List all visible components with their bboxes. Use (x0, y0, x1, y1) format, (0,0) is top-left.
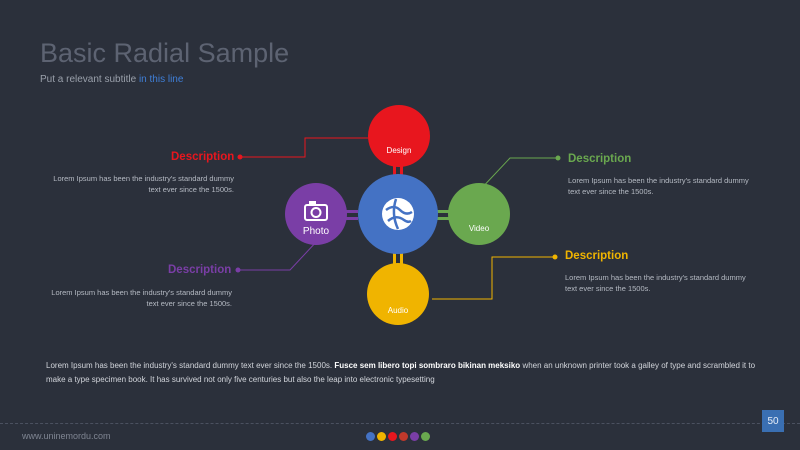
connector-photo (344, 210, 358, 213)
footer-url[interactable]: www.uninemordu.com (22, 431, 111, 441)
connector-design (393, 158, 396, 182)
description-body-audio: Lorem Ipsum has been the industry's stan… (565, 273, 746, 293)
bottom-paragraph: Lorem Ipsum has been the industry's stan… (46, 361, 756, 384)
page-number: 50 (762, 410, 784, 432)
slide-subtitle: Put a relevant subtitle in this line (40, 74, 183, 85)
color-dot (421, 432, 430, 441)
hub-connectors (344, 158, 453, 272)
leader-line-design (240, 137, 368, 158)
node-design[interactable]: Design (368, 105, 430, 167)
description-title-photo: Description (168, 264, 232, 276)
color-dot (399, 432, 408, 441)
leader-dot-audio (552, 254, 558, 260)
color-dot (410, 432, 419, 441)
subtitle-highlight: in this line (138, 74, 184, 85)
color-dot (377, 432, 386, 441)
camera-icon (304, 201, 328, 221)
footer-divider (0, 423, 800, 424)
leader-dot-design (237, 154, 243, 160)
description-title-design: Description (171, 151, 235, 163)
leader-dot-video (555, 155, 561, 161)
connector-audio-2 (400, 248, 403, 272)
slide-title: Basic Radial Sample (40, 38, 290, 68)
node-video[interactable]: Video (448, 183, 510, 245)
node-photo[interactable]: Photo (285, 183, 347, 245)
globe-icon (382, 198, 414, 230)
description-body-design: Lorem Ipsum has been the industry's stan… (53, 174, 234, 194)
node-audio[interactable]: Audio (367, 263, 429, 325)
node-photo-label: Photo (303, 226, 330, 237)
node-audio-label: Audio (388, 306, 409, 315)
connector-audio (393, 248, 396, 272)
color-dot (366, 432, 375, 441)
description-title-video: Description (568, 153, 632, 165)
connector-video-2 (437, 217, 453, 220)
leader-line-audio (432, 256, 555, 300)
bottom-bold-text: Fusce sem libero topi sombraro bikinan m… (334, 361, 521, 370)
connector-design-2 (400, 158, 403, 182)
description-body-video: Lorem Ipsum has been the industry's stan… (568, 176, 749, 196)
connector-video (437, 210, 453, 213)
connector-photo-2 (344, 217, 358, 220)
leader-line-video (477, 157, 558, 193)
leader-line-photo (238, 239, 319, 271)
color-dot (388, 432, 397, 441)
description-title-audio: Description (565, 250, 629, 262)
node-design-label: Design (387, 146, 412, 155)
subtitle-text: Put a relevant subtitle (40, 74, 137, 85)
description-body-photo: Lorem Ipsum has been the industry's stan… (51, 288, 232, 308)
node-video-label: Video (469, 224, 490, 233)
footer-color-dots (366, 432, 430, 441)
hub-circle[interactable] (358, 174, 438, 254)
leader-dot-photo (235, 267, 241, 273)
